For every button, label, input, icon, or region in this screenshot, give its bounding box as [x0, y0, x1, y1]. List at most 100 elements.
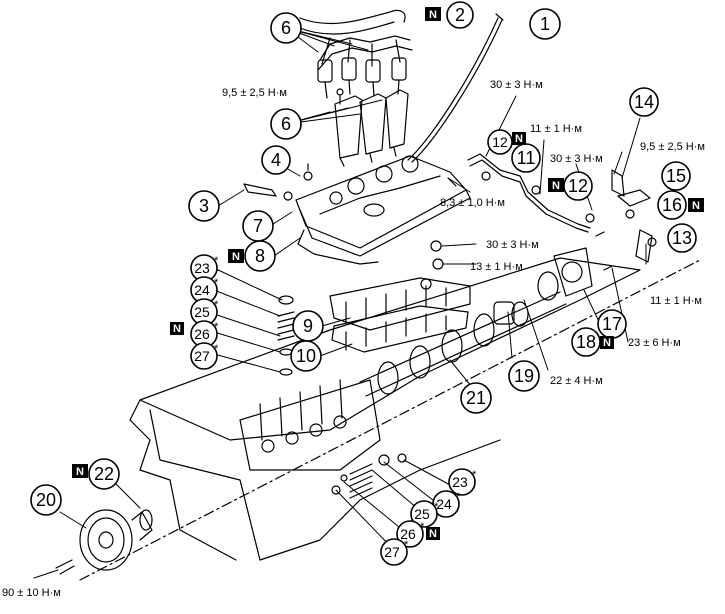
callout-14: 14 [629, 87, 659, 117]
svg-text:24: 24 [194, 282, 210, 298]
dipstick-rod [407, 13, 504, 163]
n-marker-26-left: N [170, 322, 184, 335]
n-marker-22: N [72, 464, 88, 478]
svg-text:18: 18 [576, 332, 596, 352]
callout-13: 13 [667, 223, 697, 253]
n-marker-16: N [688, 198, 704, 212]
valve-cover [295, 155, 471, 265]
callout-26-right: 26 * [396, 520, 425, 548]
callout-25-left: 25 * [190, 298, 219, 326]
svg-text:N: N [692, 200, 700, 212]
callout-7: 7 [242, 210, 274, 242]
svg-text:9: 9 [303, 316, 313, 336]
svg-text:14: 14 [634, 92, 654, 112]
torque-label: 9,5 ± 2,5 Н·м [222, 87, 287, 99]
cam-sprocket [55, 509, 153, 575]
torque-label: 8,3 ± 1,0 Н·м [440, 197, 505, 209]
callout-18: 18 [571, 327, 601, 357]
svg-text:22: 22 [94, 464, 114, 484]
engine-line-art [33, 9, 701, 581]
svg-text:N: N [232, 251, 240, 263]
svg-text:N: N [429, 9, 437, 21]
svg-text:23: 23 [194, 260, 210, 276]
svg-text:4: 4 [271, 150, 281, 170]
callout-3: 3 [188, 190, 220, 222]
callout-25-right: 25 * [410, 500, 439, 528]
svg-text:6: 6 [281, 18, 291, 38]
callout-27-left: 27* [190, 342, 219, 370]
svg-text:10: 10 [296, 346, 316, 366]
callout-19: 19 [508, 360, 540, 392]
svg-text:N: N [552, 180, 560, 192]
n-marker-12-mid: N [548, 178, 564, 192]
breather-hose [243, 163, 313, 201]
callout-23-right: 23 * [448, 468, 477, 496]
svg-text:*: * [420, 521, 425, 533]
cylinder-head [129, 257, 641, 561]
svg-text:25: 25 [194, 304, 210, 320]
svg-text:19: 19 [514, 366, 534, 386]
ignition-coils [334, 88, 409, 167]
svg-text:12: 12 [568, 176, 588, 196]
n-marker-8: N [228, 249, 244, 263]
svg-text:13: 13 [672, 228, 692, 248]
svg-text:N: N [429, 528, 437, 540]
torque-label: 30 ± 3 Н·м [490, 79, 543, 91]
svg-text:N: N [603, 337, 611, 349]
callout-21: 21 [460, 382, 492, 414]
svg-text:6: 6 [281, 114, 291, 134]
svg-text:*: * [456, 491, 461, 503]
svg-text:1: 1 [540, 14, 550, 34]
torque-label: 30 ± 3 Н·м [486, 239, 539, 251]
svg-text:26: 26 [194, 326, 210, 342]
callout-4: 4 [261, 145, 291, 175]
valve-spring-right [331, 453, 407, 499]
n-marker-12-top: N [512, 132, 526, 145]
svg-text:26: 26 [400, 526, 416, 542]
callout-22: 22 [88, 458, 120, 490]
torque-label: 11 ± 1 Н·м [650, 295, 702, 307]
centerline [79, 259, 701, 581]
svg-text:N: N [76, 466, 84, 478]
torque-label: 13 ± 1 Н·м [470, 261, 523, 273]
oil-pipe [447, 153, 605, 237]
callout-20: 20 [30, 484, 62, 516]
callout-24-left: 24 * [190, 276, 219, 304]
callout-2: 2 [446, 1, 474, 29]
svg-text:3: 3 [199, 196, 209, 216]
svg-text:8: 8 [255, 246, 265, 266]
valve-spring-left [277, 295, 295, 376]
svg-text:N: N [173, 323, 181, 335]
callout-16: 16 [657, 190, 687, 220]
svg-text:16: 16 [662, 195, 682, 215]
callout-11-top: 11 [511, 143, 541, 173]
svg-text:23: 23 [452, 474, 468, 490]
svg-text:20: 20 [36, 490, 56, 510]
callout-15: 15 [661, 161, 691, 191]
callout-17: 17 [597, 309, 627, 339]
svg-text:*: * [434, 501, 439, 513]
svg-text:*: * [472, 469, 477, 481]
leader-lines [33, 27, 647, 579]
svg-text:27: 27 [384, 544, 400, 560]
svg-text:*: * [214, 255, 219, 267]
torque-label: 22 ± 4 Н·м [550, 375, 603, 387]
svg-text:7: 7 [253, 216, 263, 236]
torque-label: 9,5 ± 2,5 Н·м [640, 141, 705, 153]
rocker-arm-assembly [329, 240, 471, 353]
torque-label: 90 ± 10 Н·м [2, 587, 61, 599]
svg-text:25: 25 [414, 506, 430, 522]
svg-text:*: * [214, 343, 219, 355]
svg-text:11: 11 [517, 148, 536, 168]
svg-text:*: * [214, 321, 219, 333]
callouts: 1 2 6 6 4 3 7 8 9 10 12 11 12 14 15 16 1… [30, 1, 697, 566]
svg-text:17: 17 [602, 314, 622, 334]
callout-27-right: 27* [380, 538, 409, 566]
torque-label: 30 ± 3 Н·м [550, 153, 603, 165]
callout-1: 1 [529, 8, 561, 40]
callout-6-mid: 6 [270, 108, 302, 140]
svg-text:*: * [214, 299, 219, 311]
svg-text:*: * [214, 277, 219, 289]
svg-text:24: 24 [436, 496, 452, 512]
